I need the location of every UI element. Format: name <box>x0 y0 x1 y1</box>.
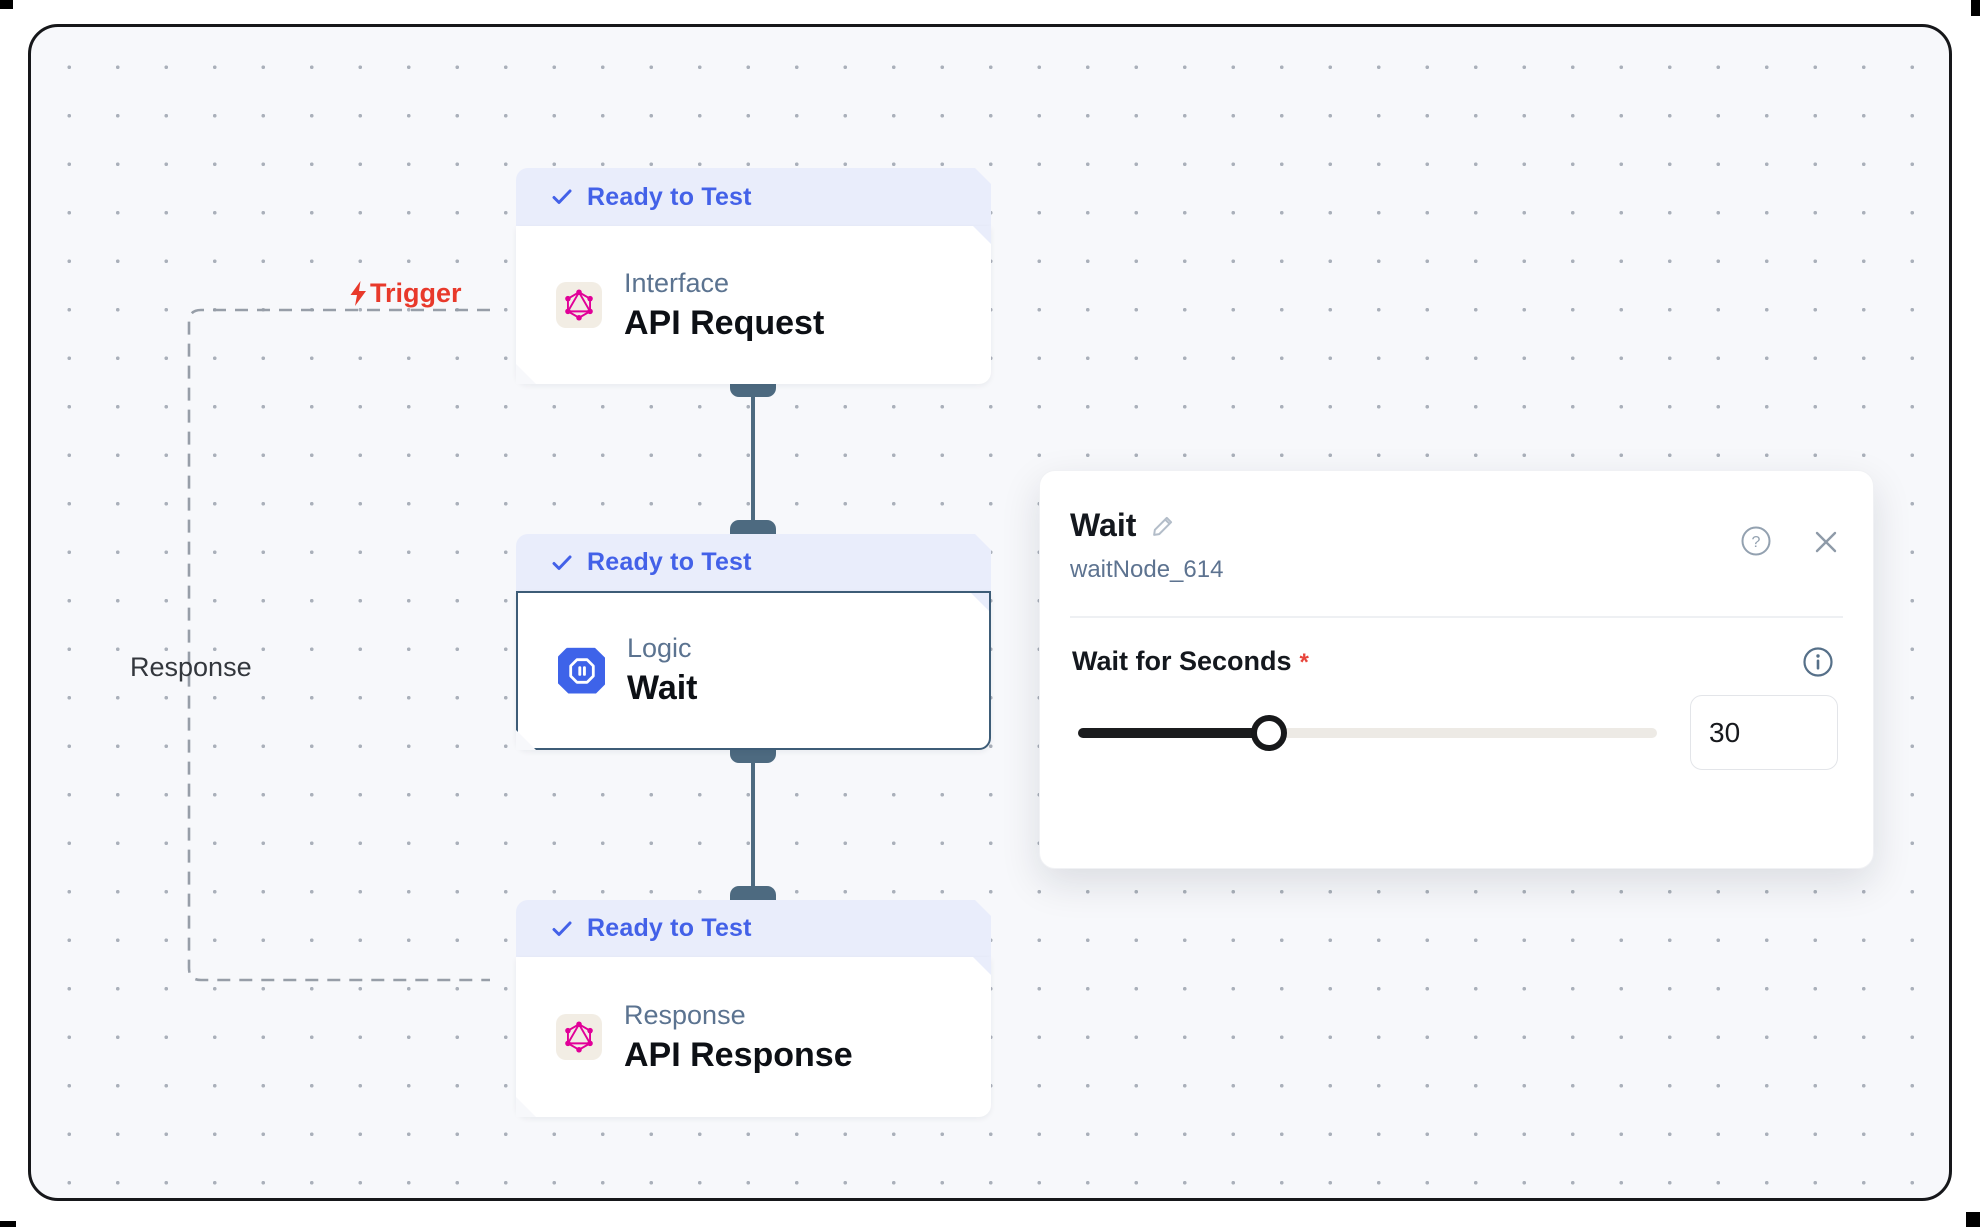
node-status-badge: Ready to Test <box>516 534 991 591</box>
node-card[interactable]: Interface API Request <box>516 226 991 384</box>
corner-notch <box>973 226 991 244</box>
corner-notch <box>516 730 536 750</box>
node-status-badge: Ready to Test <box>516 900 991 957</box>
wait-slider-fill <box>1078 728 1270 738</box>
check-icon <box>552 921 572 936</box>
node-status-text: Ready to Test <box>587 182 752 211</box>
corner-notch <box>975 534 991 550</box>
node-card[interactable]: Response API Response <box>516 957 991 1117</box>
field-label: Wait for Seconds <box>1072 646 1292 676</box>
corner-notch <box>516 364 536 384</box>
trigger-edge-text: Trigger <box>370 278 462 308</box>
lightning-icon <box>350 281 366 306</box>
node-category: Response <box>624 999 746 1030</box>
help-icon[interactable]: ? <box>1740 525 1772 557</box>
wait-seconds-input[interactable] <box>1690 695 1838 770</box>
info-icon[interactable] <box>1802 646 1834 678</box>
check-icon <box>552 189 572 204</box>
connector-line <box>751 387 755 527</box>
node-inspector-panel: Wait waitNode_614 ? Wait for Seconds * <box>1039 470 1874 869</box>
node-wait[interactable]: Ready to Test Logic Wait <box>516 534 991 750</box>
svg-text:?: ? <box>1752 534 1761 551</box>
divider <box>1070 616 1843 618</box>
connector-handle[interactable] <box>730 886 776 900</box>
node-category: Interface <box>624 267 730 298</box>
node-status-text: Ready to Test <box>587 548 752 576</box>
close-icon[interactable] <box>1812 528 1840 556</box>
panel-node-id: waitNode_614 <box>1070 556 1224 583</box>
corner-notch <box>516 1097 536 1117</box>
node-status-badge: Ready to Test <box>516 168 991 226</box>
node-api-response[interactable]: Ready to Test <box>516 900 991 1117</box>
corner-notch <box>975 168 991 184</box>
corner-notch <box>973 957 991 975</box>
pause-octagon-icon <box>558 648 605 694</box>
wait-slider-thumb[interactable] <box>1251 715 1288 751</box>
node-title: Wait <box>627 669 698 707</box>
node-card-selected[interactable]: Logic Wait <box>516 591 991 750</box>
response-edge-label: Response <box>130 652 252 682</box>
corner-notch <box>971 593 989 611</box>
node-title: API Response <box>624 1035 853 1074</box>
node-category: Logic <box>627 633 692 663</box>
node-api-request[interactable]: Ready to Test <box>516 168 991 384</box>
graphql-icon <box>556 282 602 328</box>
corner-mark <box>1966 1212 1980 1227</box>
corner-notch <box>975 900 991 916</box>
connector-line <box>751 753 755 893</box>
required-marker: * <box>1299 649 1309 676</box>
node-title: API Request <box>624 303 825 342</box>
panel-title: Wait <box>1070 507 1137 543</box>
corner-mark <box>0 1221 16 1227</box>
edit-pencil-icon[interactable] <box>1150 513 1176 539</box>
trigger-edge-label: Trigger <box>347 278 462 309</box>
wait-seconds-slider[interactable] <box>1078 715 1657 751</box>
check-icon <box>552 555 572 570</box>
graphql-icon <box>556 1014 602 1060</box>
connector-handle[interactable] <box>730 520 776 534</box>
corner-mark <box>0 0 13 9</box>
flow-canvas[interactable]: Trigger Response Ready to Test <box>28 24 1952 1201</box>
corner-mark <box>1971 0 1980 16</box>
node-status-text: Ready to Test <box>587 914 752 942</box>
